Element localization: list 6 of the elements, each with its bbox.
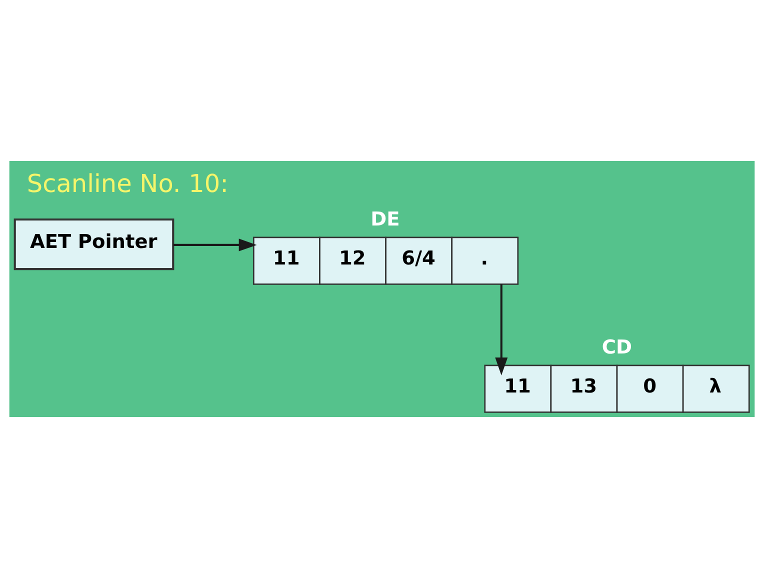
diagram-title: Scanline No. 10:: [26, 168, 229, 198]
arrow: [495, 284, 508, 375]
arrow: [173, 238, 257, 251]
node-label: CD: [602, 334, 632, 358]
node-box: AET Pointer: [14, 218, 174, 270]
node-label: DE: [370, 206, 400, 230]
